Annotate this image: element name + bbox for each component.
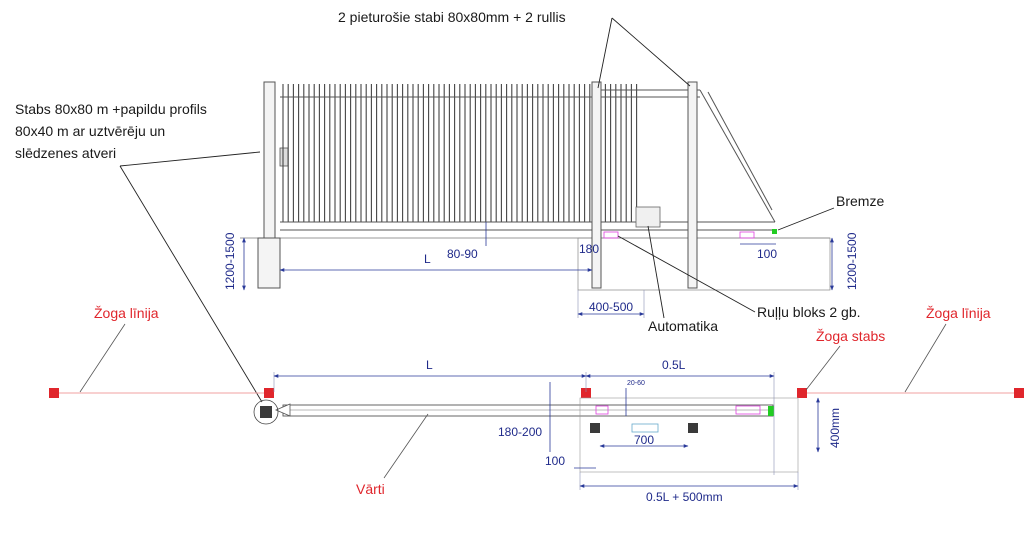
gate-planks xyxy=(282,84,638,222)
height-right-label: 1200-1500 xyxy=(845,232,859,290)
ground-gap-label: 80-90 xyxy=(447,247,478,261)
automation-note: Automatika xyxy=(648,318,718,334)
end-post-leader-plan xyxy=(119,165,263,403)
fence-post-label: Žoga stabs xyxy=(816,328,885,344)
fence-post-gate-left xyxy=(264,388,274,398)
end-post-plan xyxy=(260,406,272,418)
motor-plan xyxy=(631,423,659,433)
foundation-plan xyxy=(579,397,799,473)
gap-180-label: 180 xyxy=(579,242,599,256)
lock-catcher xyxy=(279,147,289,167)
gate-elevation: 1200-1500 1200-1500 L 80-90 180 100 400-… xyxy=(223,81,859,318)
plan-depth-label: 400mm xyxy=(828,408,842,448)
fence-line-left-label: Žoga līnija xyxy=(94,305,159,321)
plan-opening-label: L xyxy=(426,358,433,372)
end-post-callout-circle xyxy=(253,399,279,425)
end-post-note-line1: Stabs 80x80 m +papildu profils xyxy=(15,101,207,117)
roller-block-leader xyxy=(617,235,756,313)
plan-total-label: 0.5L + 500mm xyxy=(646,490,723,504)
plan-small-label: 20-60 xyxy=(627,380,645,387)
foundation-label: 400-500 xyxy=(589,300,633,314)
support-posts-leader-1 xyxy=(597,17,613,89)
elevation-opening-label: L xyxy=(424,252,431,266)
plan-motor-label: 700 xyxy=(634,433,654,447)
fence-post-right xyxy=(797,388,807,398)
brake-leader xyxy=(777,207,835,231)
roller-1 xyxy=(603,231,619,239)
height-left-label: 1200-1500 xyxy=(223,232,237,290)
gate-plan: L 0.5L 20-60 180-200 700 400mm 100 0.5L … xyxy=(49,358,1024,504)
brake-note: Bremze xyxy=(836,193,884,209)
fence-line-right-label: Žoga līnija xyxy=(926,305,991,321)
roller-plan-1 xyxy=(595,405,609,415)
end-post-leader-upper xyxy=(119,151,261,167)
support-posts-leader-2 xyxy=(611,17,691,87)
plan-annotations: Žoga līnija Žoga līnija Žoga stabs Vārti xyxy=(79,305,991,497)
plan-offset-label: 180-200 xyxy=(498,425,542,439)
fence-line-right-leader xyxy=(904,323,947,393)
offset-100-label: 100 xyxy=(757,247,777,261)
counterweight-diagonal-inner xyxy=(707,91,773,211)
fence-post-leader xyxy=(805,345,841,391)
end-post-note-line2: 80x40 m ar uztvērēju un xyxy=(15,123,165,139)
roller-plan-2 xyxy=(735,405,761,415)
brake-marker xyxy=(772,229,777,234)
support-posts-note: 2 pieturošie stabi 80x80mm + 2 rullis xyxy=(338,9,566,25)
gate-nose xyxy=(274,403,291,417)
counterweight-diagonal xyxy=(699,89,776,223)
support-post-plan-2 xyxy=(688,423,698,433)
gate-leader xyxy=(383,413,429,479)
gate-leaf-plan xyxy=(282,404,774,417)
automation-motor xyxy=(635,206,661,228)
fence-post-far-right xyxy=(1014,388,1024,398)
brake-plan xyxy=(768,406,774,416)
plan-half-label: 0.5L xyxy=(662,358,686,372)
gate-label: Vārti xyxy=(356,481,385,497)
fence-line-left-leader xyxy=(79,323,126,393)
foundation-box xyxy=(577,237,831,291)
roller-block-note: Ruļļu bloks 2 gb. xyxy=(757,304,861,320)
support-post-1 xyxy=(591,81,602,289)
support-post-plan-1 xyxy=(590,423,600,433)
plan-offset-100-label: 100 xyxy=(545,454,565,468)
end-post-note-line3: slēdzenes atveri xyxy=(15,145,116,161)
end-post-foundation xyxy=(257,237,281,289)
elevation-annotations: 2 pieturošie stabi 80x80mm + 2 rullis St… xyxy=(15,9,884,403)
fence-post-gate-right xyxy=(581,388,591,398)
automation-leader xyxy=(647,225,665,319)
roller-2 xyxy=(739,231,755,239)
support-post-2 xyxy=(687,81,698,289)
fence-post-far-left xyxy=(49,388,59,398)
